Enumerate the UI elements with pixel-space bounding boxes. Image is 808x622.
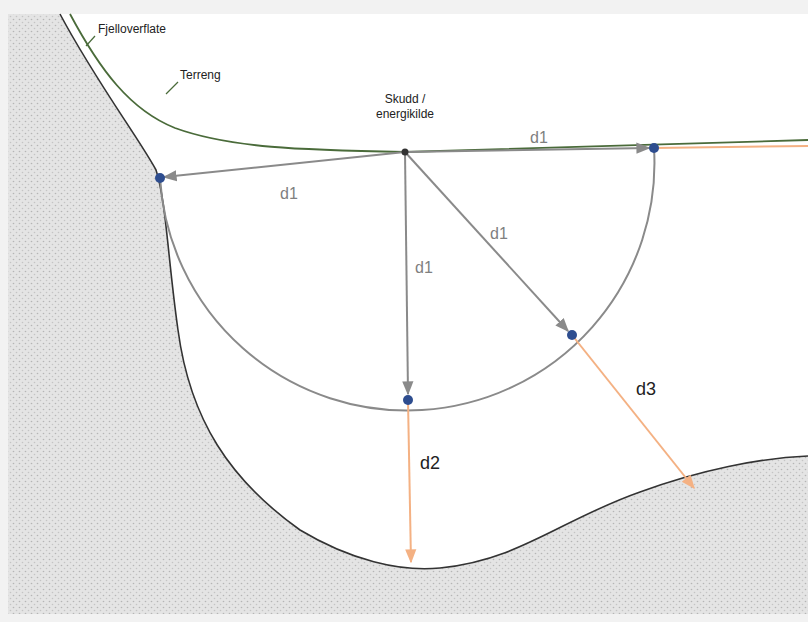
refracted-ray [408, 400, 411, 562]
distance-label: d2 [420, 452, 440, 475]
refracted-ray [572, 335, 694, 488]
receiver-dot [649, 143, 659, 153]
receiver-dot [567, 330, 577, 340]
part-label: Terreng [180, 68, 221, 83]
direct-ray [405, 148, 649, 152]
distance-label: d1 [415, 258, 433, 278]
refracted-ray [654, 146, 808, 148]
direct-ray [405, 152, 408, 394]
part-label: Fjelloverflate [98, 22, 166, 37]
distance-label: d1 [490, 224, 508, 244]
bedrock [8, 14, 808, 614]
direct-ray [405, 152, 568, 331]
leader-line [166, 82, 178, 94]
receiver-dot [403, 395, 413, 405]
direct-ray [164, 152, 405, 177]
distance-label: d1 [530, 128, 548, 148]
distance-label: d3 [636, 378, 656, 401]
wavefront-arc [160, 148, 654, 410]
shot-point [402, 149, 409, 156]
leader-line [86, 36, 95, 46]
distance-label: d1 [280, 184, 298, 204]
receiver-dot [155, 173, 165, 183]
terrain-line [70, 14, 808, 152]
source-label: Skudd / energikilde [363, 92, 447, 122]
rock-surface-line [60, 14, 808, 569]
